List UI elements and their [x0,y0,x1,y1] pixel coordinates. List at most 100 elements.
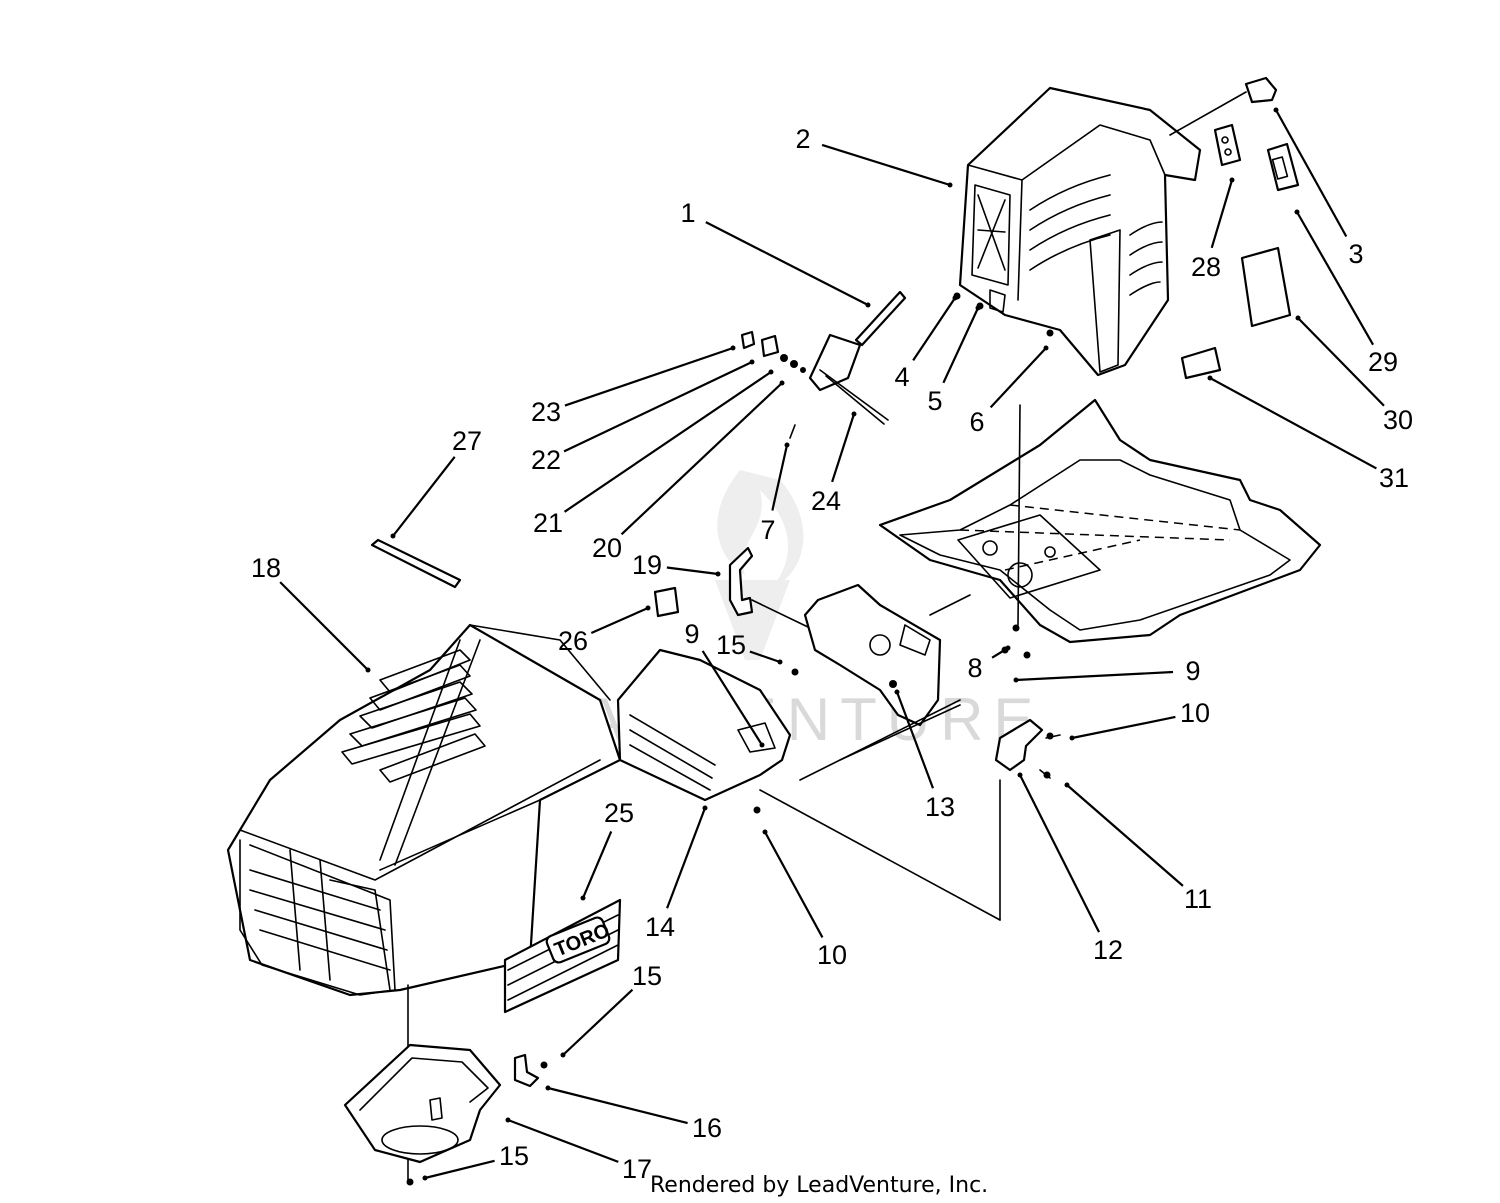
callout-leader-line [666,807,707,909]
callout-leader-line [392,456,456,537]
callout-leader-line [912,297,956,362]
callout-leader-line [991,647,1009,659]
callout-label: 17 [622,1154,652,1184]
callout-leader-tip [1013,677,1019,683]
callout-label: 26 [558,626,588,656]
callout-label: 6 [969,407,984,437]
callout-label: 20 [592,533,622,563]
callout-label: 9 [684,619,699,649]
callout-label: 4 [894,362,909,392]
callout-leader-line [1275,109,1348,238]
decal-26-part [653,586,680,618]
callout-leader-tip [779,380,785,386]
callout-label: 9 [1185,656,1200,686]
callout-leader-line [279,581,369,671]
callout-label: 24 [811,486,841,516]
callout-leader-tip [947,182,953,188]
callout-label: 19 [632,550,662,580]
callout-leader-line [563,361,753,453]
callout-leader-line [547,1086,688,1125]
callout-leader-tip [560,1052,566,1058]
bracket-12-part [994,718,1061,779]
knob-part [1169,76,1278,136]
callout-leader-tip [580,895,586,901]
decal-28-part [1213,123,1242,167]
lift-lever-part [789,290,907,439]
callout-label: 7 [760,515,775,545]
callout-label: 12 [1093,935,1123,965]
callout-leader-line [1210,179,1234,249]
callout-leader-tip [390,533,396,539]
callout-leader-tip [645,605,651,611]
callout-leader-line [564,346,734,407]
callout-leader-tip [702,805,708,811]
callout-label: 13 [925,792,955,822]
callout-label: 30 [1383,405,1413,435]
callout-label: 10 [817,940,847,970]
decal-31-part [1180,346,1222,380]
callout-leader-tip [759,742,765,748]
callout-label: 16 [692,1113,722,1143]
callout-label: 29 [1368,347,1398,377]
decal-27-part [370,538,462,589]
fender-hardware [953,292,1054,626]
callout-leader-line [821,143,951,187]
hood-vents [341,649,486,783]
callout-label: 1 [680,198,695,228]
callout-leader-tip [545,1085,551,1091]
callout-leader-line [771,444,789,511]
callout-leader-line [563,371,772,513]
callout-leader-line [1019,774,1100,933]
callout-leader-tip [777,659,783,665]
callout-leader-line [764,831,824,938]
callout-leader-tip [1207,375,1213,381]
callout-leader-line [1296,211,1375,346]
dash-panel-part [803,583,971,727]
callout-leader-tip [1064,782,1070,788]
callout-label: 15 [499,1141,529,1171]
callout-leader-tip [1017,772,1023,778]
callout-leader-line [1015,670,1174,682]
decal-30-part [1240,246,1292,328]
callout-label: 28 [1191,252,1221,282]
callout-leader-tip [768,369,774,375]
callout-leader-tip [1295,315,1301,321]
callout-label: 23 [531,397,561,427]
hardware-stack-part [740,330,806,373]
callout-label: 27 [452,426,482,456]
floor-pan-part [878,398,1322,644]
callout-leader-line [831,413,856,483]
callout-label: 22 [531,445,561,475]
callout-label: 14 [645,912,675,942]
callout-leader-tip [1229,177,1235,183]
callout-leader-line [581,830,613,899]
callout-leader-tip [894,689,900,695]
callout-leader-tip [749,359,755,365]
callout-label: 5 [927,386,942,416]
callout-label: 18 [251,553,281,583]
chute-part [343,984,548,1186]
callout-leader-tip [784,442,790,448]
callout-leader-line [942,307,979,384]
callout-leader-tip [1294,209,1300,215]
cowl-part [616,648,799,814]
callout-leader-line [989,347,1047,409]
callout-leader-tip [1005,645,1011,651]
callout-leader-line [705,221,869,306]
callout-label: 11 [1184,884,1212,914]
callout-leader-tip [975,305,981,311]
callout-leader-tip [851,411,857,417]
callout-label: 8 [967,653,982,683]
decal-29-part [1266,142,1300,192]
callout-leader-line [424,1159,495,1180]
callout-leader-tip [1273,107,1279,113]
callout-label: 21 [533,508,563,538]
callout-leader-line [507,1118,619,1163]
rear-fender-part [958,86,1202,377]
callout-label: 15 [632,961,662,991]
callout-label: 3 [1348,239,1363,269]
footer-credit: Rendered by LeadVenture, Inc. [650,1173,988,1198]
bracket-19-part [728,546,811,629]
